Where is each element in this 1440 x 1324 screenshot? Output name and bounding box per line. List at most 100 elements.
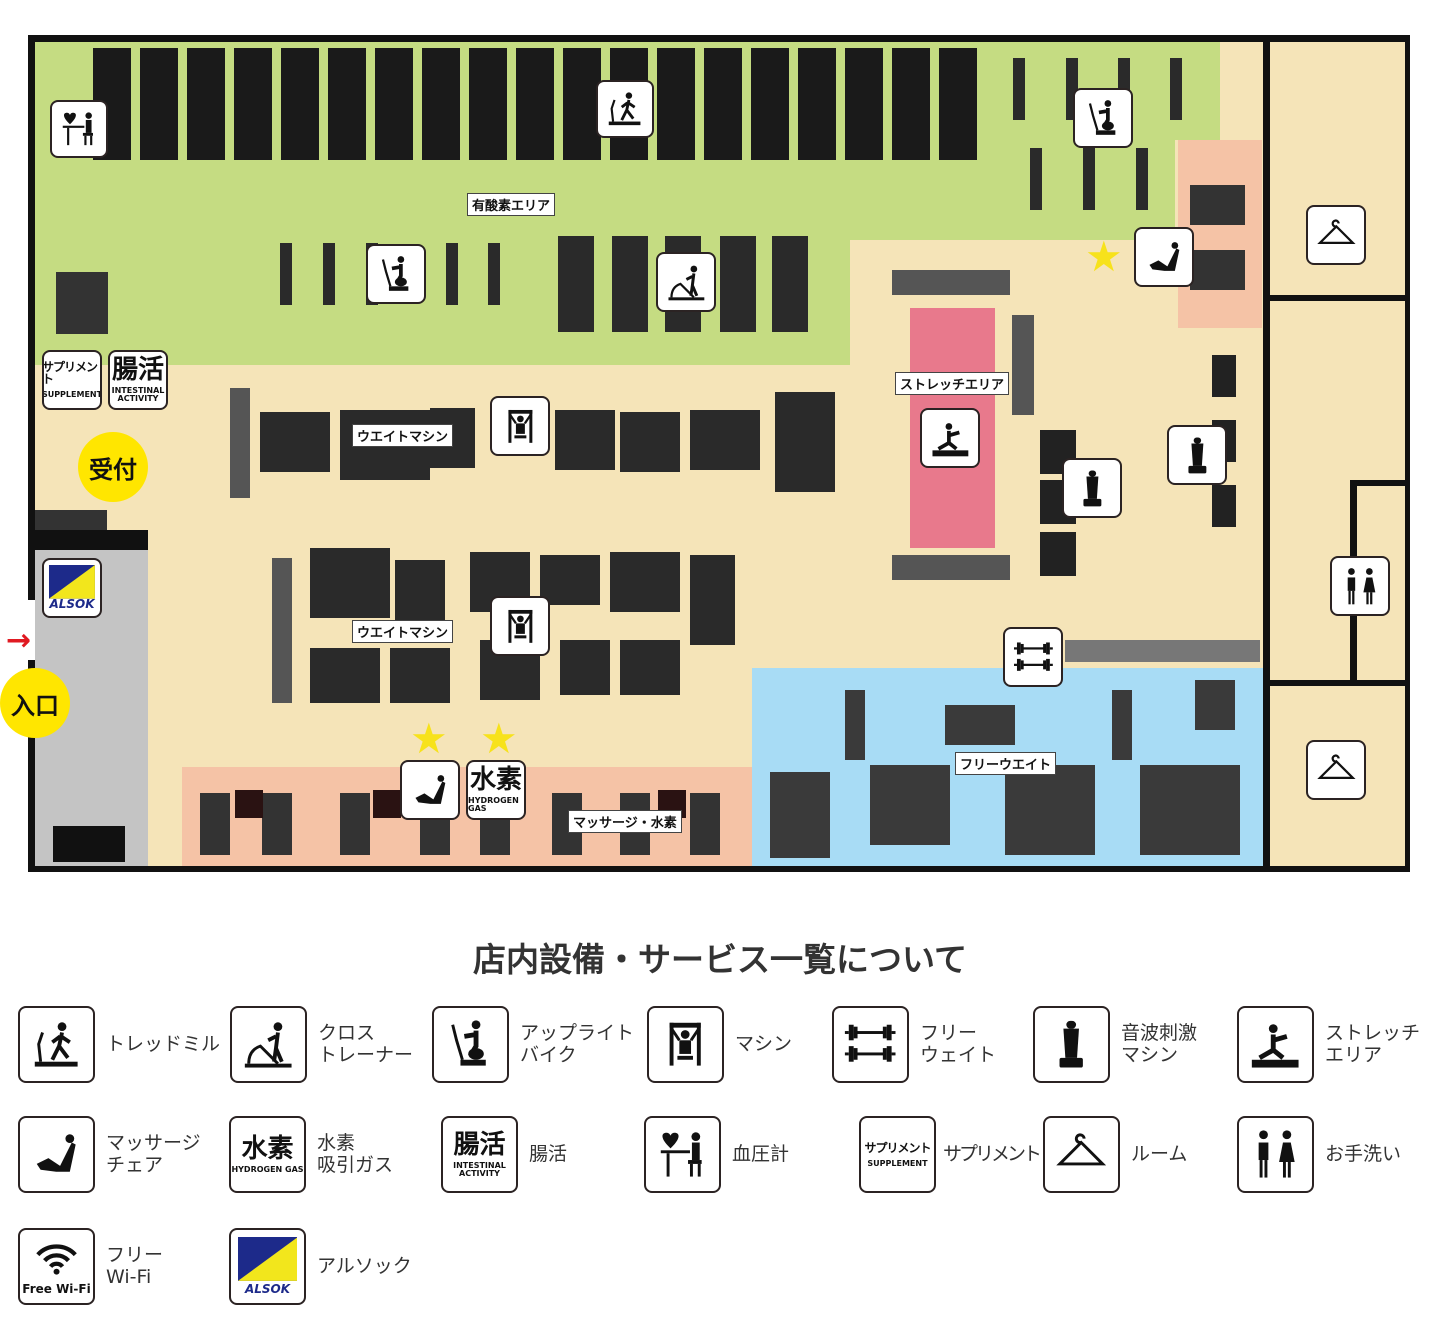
cross-trainer-icon bbox=[230, 1006, 307, 1083]
entrance-wall bbox=[35, 530, 148, 550]
cross-trainer bbox=[772, 236, 808, 332]
sonic-pod bbox=[1212, 355, 1236, 397]
room-wall-2 bbox=[1270, 680, 1405, 686]
treadmill bbox=[140, 48, 178, 160]
supplement-icon-text: サプリメント bbox=[42, 360, 98, 386]
intestinal-icon-subtext: INTESTINAL ACTIVITY bbox=[111, 386, 165, 403]
sonic-machine-icon bbox=[1062, 458, 1122, 518]
star-icon: ★ bbox=[410, 714, 448, 763]
wifi-icon-text: Free Wi-Fi bbox=[22, 1281, 91, 1296]
legend-label: フリー Wi-Fi bbox=[106, 1244, 164, 1288]
room-wall-1 bbox=[1270, 295, 1405, 301]
weight-rack bbox=[870, 765, 950, 845]
round-table bbox=[56, 272, 108, 334]
entrance-arrow-icon: → bbox=[6, 623, 32, 658]
star-icon: ★ bbox=[480, 714, 518, 763]
blood-pressure-icon bbox=[50, 100, 108, 158]
legend-label: 音波刺激 マシン bbox=[1121, 1022, 1198, 1066]
weight-machine-area-label: ウエイトマシン bbox=[352, 424, 454, 447]
legend-label: クロス トレーナー bbox=[318, 1022, 414, 1066]
locker-corridor bbox=[1270, 42, 1405, 866]
treadmill bbox=[704, 48, 742, 160]
legend-label: アルソック bbox=[317, 1255, 412, 1277]
upright-bike-icon bbox=[1073, 88, 1133, 148]
legend-label: アップライト バイク bbox=[520, 1022, 635, 1066]
treadmill bbox=[657, 48, 695, 160]
legend-label: 血圧計 bbox=[732, 1143, 790, 1165]
sonic-pod bbox=[1212, 485, 1236, 527]
side-table bbox=[235, 790, 263, 818]
treadmill bbox=[328, 48, 366, 160]
entrance-counter bbox=[35, 510, 107, 530]
upright-bike bbox=[323, 243, 335, 305]
massage-chair bbox=[262, 793, 292, 855]
treadmill bbox=[892, 48, 930, 160]
massage-chair bbox=[1190, 250, 1245, 290]
mirror-wall-2 bbox=[272, 558, 292, 703]
treadmill bbox=[281, 48, 319, 160]
massage-chair bbox=[340, 793, 370, 855]
treadmill bbox=[751, 48, 789, 160]
massage-chair bbox=[690, 793, 720, 855]
entrance-door-gap bbox=[28, 600, 35, 660]
legend-label: サプリメント bbox=[943, 1143, 1042, 1165]
side-table bbox=[373, 790, 401, 818]
treadmill bbox=[234, 48, 272, 160]
weight-machine bbox=[310, 548, 390, 618]
free-weight-area-label: フリーウエイト bbox=[955, 752, 1057, 775]
legend-label: お手洗い bbox=[1325, 1143, 1402, 1165]
legend-label: トレッドミル bbox=[106, 1033, 221, 1055]
weight-machine bbox=[775, 392, 835, 492]
stretch-bench-lower bbox=[892, 555, 1010, 580]
weight-machine bbox=[690, 555, 735, 645]
hydrogen-icon-text: 水素 bbox=[241, 1133, 294, 1164]
hydrogen-icon-text: 水素 bbox=[469, 765, 522, 795]
alsok-icon-text: ALSOK bbox=[244, 1282, 291, 1297]
treadmill bbox=[187, 48, 225, 160]
stretch-bench bbox=[892, 270, 1010, 295]
legend-label: マシン bbox=[735, 1033, 793, 1055]
legend-label: フリー ウェイト bbox=[920, 1022, 997, 1066]
cross-trainer bbox=[558, 236, 594, 332]
machine-icon bbox=[647, 1006, 724, 1083]
cardio-area-label: 有酸素エリア bbox=[467, 193, 556, 216]
sonic-machine-icon bbox=[1167, 425, 1227, 485]
partition-wall bbox=[1263, 42, 1270, 557]
weight-rack bbox=[1112, 690, 1132, 760]
weight-rack bbox=[1195, 680, 1235, 730]
machine-icon bbox=[490, 596, 550, 656]
treadmill-icon bbox=[596, 80, 654, 138]
stretch-icon bbox=[920, 408, 980, 468]
mirror-wall bbox=[230, 388, 250, 498]
star-icon: ★ bbox=[1085, 232, 1123, 281]
weight-machine bbox=[620, 640, 680, 695]
treadmill bbox=[939, 48, 977, 160]
massage-chair-icon bbox=[400, 760, 460, 820]
alsok-icon: ALSOK bbox=[42, 558, 102, 618]
weight-machine bbox=[690, 410, 760, 470]
weight-machine-area-label: ウエイトマシン bbox=[352, 620, 454, 643]
entrance-sign: 入口 bbox=[0, 668, 70, 738]
weight-rack bbox=[845, 690, 865, 760]
weight-machine bbox=[620, 412, 680, 472]
free-weight-icon bbox=[832, 1006, 909, 1083]
upright-bike bbox=[1170, 58, 1182, 120]
alsok-icon: ALSOK bbox=[229, 1228, 306, 1305]
intestinal-icon-text: 腸活 bbox=[453, 1129, 506, 1160]
machine-icon bbox=[490, 396, 550, 456]
legend-label: 水素 吸引ガス bbox=[317, 1132, 394, 1176]
treadmill bbox=[516, 48, 554, 160]
hanger-icon bbox=[1043, 1116, 1120, 1193]
upright-bike bbox=[1030, 148, 1042, 210]
treadmill bbox=[375, 48, 413, 160]
cross-trainer bbox=[720, 236, 756, 332]
dumbbell-rack bbox=[1065, 640, 1260, 662]
hydrogen-icon-subtext: HYDROGEN GAS bbox=[231, 1164, 304, 1174]
legend-label: ルーム bbox=[1131, 1143, 1188, 1165]
upright-bike bbox=[446, 243, 458, 305]
